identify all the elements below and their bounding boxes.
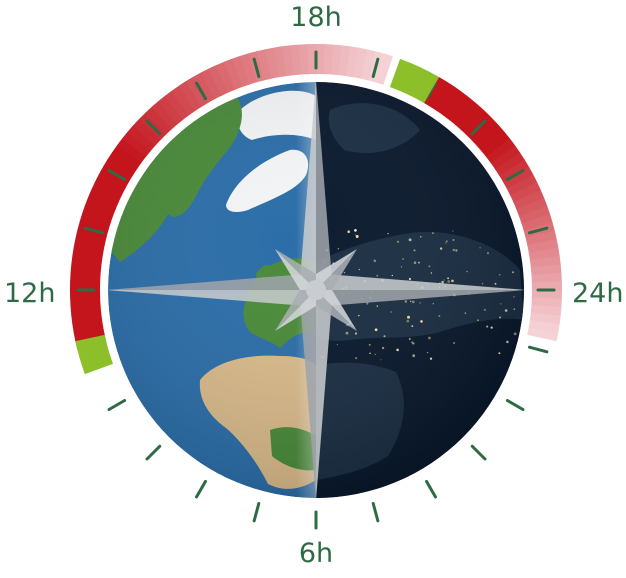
compass-rose-icon — [106, 80, 526, 500]
hour-label-12h: 12h — [4, 278, 56, 309]
green-markers — [75, 58, 439, 375]
hour-label-24h: 24h — [572, 278, 624, 309]
hour-label-18h: 18h — [290, 2, 342, 33]
hour-label-6h: 6h — [298, 538, 334, 569]
daylight-ring — [69, 44, 562, 359]
